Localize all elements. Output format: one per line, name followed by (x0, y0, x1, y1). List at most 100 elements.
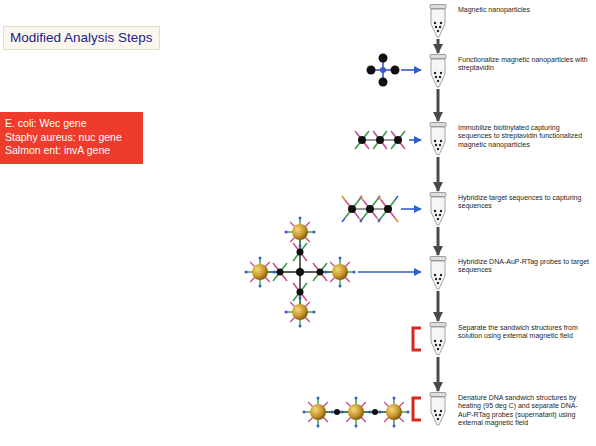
tube-icon (426, 192, 450, 226)
tube-icon (435, 26, 437, 28)
sandwich-structure (358, 271, 421, 273)
process-step: Immobilize biotinylated capturing sequen… (424, 122, 592, 156)
flow-arrow (437, 39, 440, 53)
magnet-symbol (413, 328, 421, 420)
tube-icon (430, 123, 446, 127)
released-probes (334, 409, 340, 415)
node-text: Separate the sandwich structures from so… (458, 324, 592, 341)
node-text: Functionalize magnetic nanoparticles wit… (458, 56, 592, 73)
tube-icon (440, 140, 442, 142)
node-text: Salmon ent: invA gene (5, 144, 137, 158)
released-probes (372, 409, 378, 415)
tube-icon (439, 414, 441, 416)
tube-icon (426, 54, 450, 88)
tube-icon (440, 274, 442, 276)
tube-icon (426, 122, 450, 156)
tube-icon (434, 274, 436, 276)
tube-icon (435, 344, 437, 346)
released-probes (341, 397, 372, 428)
tube-icon (426, 4, 450, 38)
process-step: Hybridize DNA-AuP-RTag probes to target … (424, 256, 592, 290)
tube-icon (431, 9, 445, 37)
tube-icon (430, 55, 446, 59)
tube-icon (430, 5, 446, 9)
tube-icon (434, 340, 436, 342)
sandwich-structure (297, 289, 304, 296)
released-probes (303, 397, 410, 428)
released-probes (379, 397, 410, 428)
tube-icon (439, 214, 441, 216)
title-box: Modified Analysis Steps (3, 26, 160, 50)
tube-icon (437, 348, 439, 350)
sandwich-structure (285, 217, 316, 248)
tube-icon (431, 327, 445, 355)
sandwich-structure (317, 269, 324, 276)
streptavidin-cluster (391, 66, 400, 75)
title-text: Modified Analysis Steps (10, 30, 153, 45)
capture-particles (391, 131, 405, 149)
node-text: Hybridize DNA-AuP-RTag probes to target … (458, 258, 592, 275)
tube-icon (437, 80, 439, 82)
capture-particles (355, 131, 421, 149)
streptavidin-cluster (379, 54, 388, 63)
tube-icon (439, 344, 441, 346)
tube-icon (430, 257, 446, 261)
process-step: Separate the sandwich structures from so… (424, 322, 592, 356)
process-step: Denature DNA sandwich structures by heat… (424, 392, 592, 430)
target-particles (366, 205, 374, 213)
process-step: Functionalize magnetic nanoparticles wit… (424, 54, 592, 88)
capture-particles (355, 131, 369, 149)
tube-icon (439, 76, 441, 78)
tube-icon (440, 340, 442, 342)
tube-icon (439, 26, 441, 28)
streptavidin-cluster (367, 66, 376, 75)
flow-arrow (437, 291, 440, 321)
tube-icon (431, 197, 445, 225)
capture-particles (358, 136, 366, 144)
tube-icon (435, 76, 437, 78)
tube-icon (434, 410, 436, 412)
tube-icon (437, 148, 439, 150)
tube-icon (437, 218, 439, 220)
tube-icon (437, 418, 439, 420)
streptavidin-cluster (380, 67, 386, 73)
tube-icon (435, 144, 437, 146)
magnet-symbol (413, 328, 421, 350)
target-particles (360, 196, 380, 222)
flow-arrow (437, 157, 440, 191)
tube-icon (426, 392, 450, 426)
flow-arrow (437, 227, 440, 255)
streptavidin-cluster (379, 78, 388, 87)
flow-arrow (437, 89, 440, 121)
node-text: Hybridize target sequences to capturing … (458, 194, 592, 211)
process-step: Magnetic nanoparticles (424, 4, 592, 38)
capture-particles (376, 136, 384, 144)
target-particles (342, 196, 421, 222)
sandwich-structure (245, 217, 422, 328)
node-text: Staphy aureus: nuc gene (5, 131, 137, 145)
target-particles (342, 196, 362, 222)
tube-icon (435, 414, 437, 416)
released-probes (303, 397, 334, 428)
target-particles (401, 208, 421, 210)
tube-icon (430, 393, 446, 397)
tube-icon (439, 144, 441, 146)
node-text: E. coli: Wec gene (5, 117, 137, 131)
tube-icon (431, 59, 445, 87)
tube-icon (434, 140, 436, 142)
gene-list-box: E. coli: Wec geneStaphy aureus: nuc gene… (0, 112, 143, 164)
tube-icon (435, 278, 437, 280)
tube-icon (439, 278, 441, 280)
process-step: Hybridize target sequences to capturing … (424, 192, 592, 226)
target-particles (378, 196, 398, 222)
tube-icon (440, 410, 442, 412)
flow-arrow (437, 357, 440, 391)
capture-particles (373, 131, 387, 149)
tube-icon (434, 72, 436, 74)
sandwich-structure (325, 257, 356, 288)
streptavidin-cluster (367, 54, 422, 87)
node-text: Immobilize biotinylated capturing sequen… (458, 124, 592, 149)
